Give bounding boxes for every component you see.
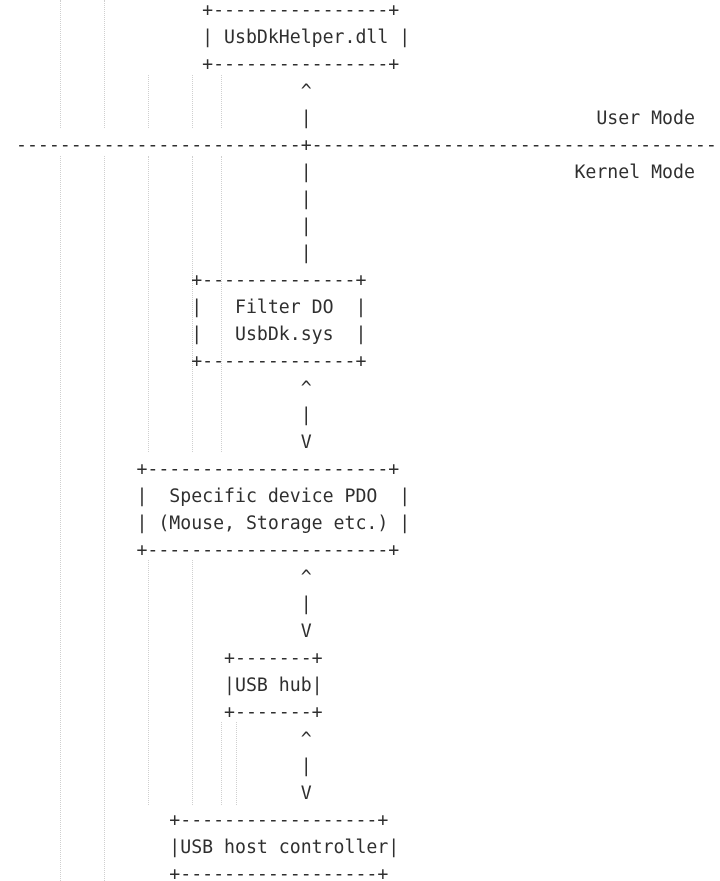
diagram-line: --------------------------+-------------… [16,135,717,156]
diagram-line: +-------+ [16,702,323,723]
diagram-line: | UsbDkHelper.dll | [16,27,411,48]
diagram-line: +------------------+ [16,810,389,831]
diagram-line: ^ [16,81,312,102]
indent-guide [148,156,149,452]
diagram-line: | Specific device PDO | [16,486,411,507]
diagram-line: | [16,243,312,264]
diagram-line: ^ [16,729,312,750]
diagram-line: | Filter DO | [16,297,367,318]
indent-guide [192,560,193,805]
diagram-line: |USB hub| [16,675,323,696]
diagram-line: V [16,783,312,804]
diagram-line: +----------------------+ [16,459,400,480]
diagram-line: +----------------+ [16,54,400,75]
indent-guide [104,156,105,881]
diagram-line: | Kernel Mode [16,162,695,183]
indent-guide [148,75,149,128]
diagram-line: ^ [16,567,312,588]
diagram-line: | [16,756,312,777]
diagram-line: +--------------+ [16,351,367,372]
diagram-line: ^ [16,378,312,399]
diagram-line: | [16,189,312,210]
diagram-line: |USB host controller| [16,837,400,858]
diagram-line: | [16,216,312,237]
ascii-diagram: +----------------+ | UsbDkHelper.dll | +… [16,0,717,881]
indent-guide [221,75,222,128]
diagram-line: +----------------+ [16,0,400,21]
indent-guide [60,0,61,128]
diagram-line: | UsbDk.sys | [16,324,367,345]
indent-guide [221,722,222,805]
diagram-line: +--------------+ [16,270,367,291]
diagram-line: | [16,405,312,426]
indent-guide [192,156,193,452]
diagram-line: +----------------------+ [16,540,400,561]
diagram-line: | (Mouse, Storage etc.) | [16,513,411,534]
indent-guide [104,0,105,128]
diagram-line: V [16,621,312,642]
indent-guide [148,560,149,805]
indent-guide [60,156,61,881]
indent-guide [236,722,237,805]
indent-guide [221,156,222,452]
diagram-line: V [16,432,312,453]
diagram-line: +------------------+ [16,864,389,881]
diagram-line: | User Mode [16,108,695,129]
indent-guide [192,75,193,128]
diagram-line: | [16,594,312,615]
diagram-line: +-------+ [16,648,323,669]
